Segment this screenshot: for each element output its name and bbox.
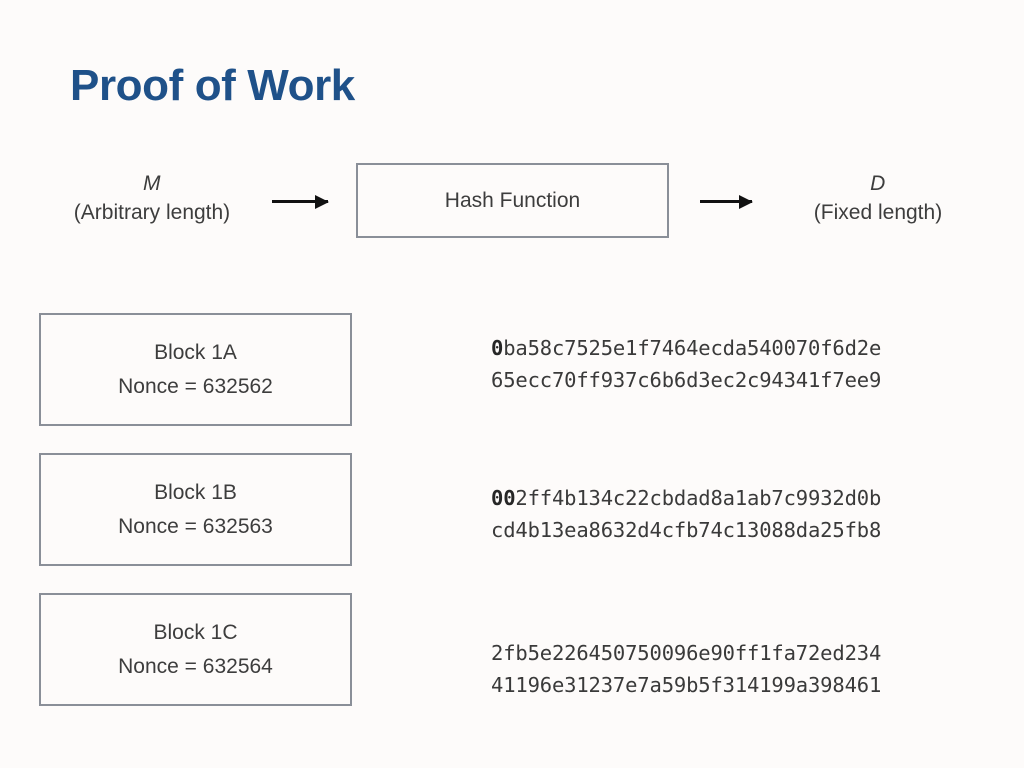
hash-line-1-rest: 2ff4b134c22cbdad8a1ab7c9932d0b (515, 486, 882, 510)
block-box: Block 1C Nonce = 632564 (39, 593, 352, 706)
block-name: Block 1C (153, 620, 238, 644)
hash-output-description: (Fixed length) (813, 200, 943, 224)
block-nonce: Nonce = 632562 (118, 374, 273, 398)
hash-input-description: (Arbitrary length) (73, 200, 231, 224)
block-hash-row: Block 1A Nonce = 632562 0ba58c7525e1f746… (0, 313, 1024, 426)
hash-function-box: Hash Function (356, 163, 669, 238)
block-nonce: Nonce = 632564 (118, 654, 273, 678)
hash-leading-zeros: 00 (491, 486, 516, 510)
block-nonce: Nonce = 632563 (118, 514, 273, 538)
block-hash-list: Block 1A Nonce = 632562 0ba58c7525e1f746… (0, 313, 1024, 733)
hash-function-label: Hash Function (444, 188, 581, 212)
block-box: Block 1B Nonce = 632563 (39, 453, 352, 566)
hash-line-1: 0ba58c7525e1f7464ecda540070f6d2e (491, 333, 1001, 365)
hash-line-2: 65ecc70ff937c6b6d3ec2c94341f7ee9 (491, 367, 882, 392)
hash-output-symbol: D (870, 172, 886, 195)
hash-function-diagram: M (Arbitrary length) Hash Function D (Fi… (0, 160, 1024, 260)
block-hash-row: Block 1B Nonce = 632563 002ff4b134c22cbd… (0, 453, 1024, 566)
hash-input-symbol: M (143, 172, 161, 195)
arrow-right-icon-output (700, 200, 752, 203)
block-hash-value: 2fb5e226450750096e90ff1fa72ed234 41196e3… (491, 638, 1001, 702)
hash-line-1-rest: 2fb5e226450750096e90ff1fa72ed234 (491, 641, 882, 665)
block-hash-value: 002ff4b134c22cbdad8a1ab7c9932d0b cd4b13e… (491, 483, 1001, 547)
block-name: Block 1B (154, 480, 237, 504)
hash-leading-zeros: 0 (491, 336, 504, 360)
block-hash-value: 0ba58c7525e1f7464ecda540070f6d2e 65ecc70… (491, 333, 1001, 397)
block-name: Block 1A (154, 340, 237, 364)
block-box: Block 1A Nonce = 632562 (39, 313, 352, 426)
hash-input-label: M (Arbitrary length) (42, 170, 262, 228)
hash-line-1: 2fb5e226450750096e90ff1fa72ed234 (491, 638, 1001, 670)
arrow-right-icon-input (272, 200, 328, 203)
hash-output-label: D (Fixed length) (768, 170, 988, 228)
hash-line-1: 002ff4b134c22cbdad8a1ab7c9932d0b (491, 483, 1001, 515)
hash-line-2: cd4b13ea8632d4cfb74c13088da25fb8 (491, 517, 882, 542)
page-title: Proof of Work (70, 61, 355, 110)
hash-line-2: 41196e31237e7a59b5f314199a398461 (491, 672, 882, 697)
block-hash-row: Block 1C Nonce = 632564 2fb5e22645075009… (0, 593, 1024, 706)
hash-line-1-rest: ba58c7525e1f7464ecda540070f6d2e (503, 336, 882, 360)
